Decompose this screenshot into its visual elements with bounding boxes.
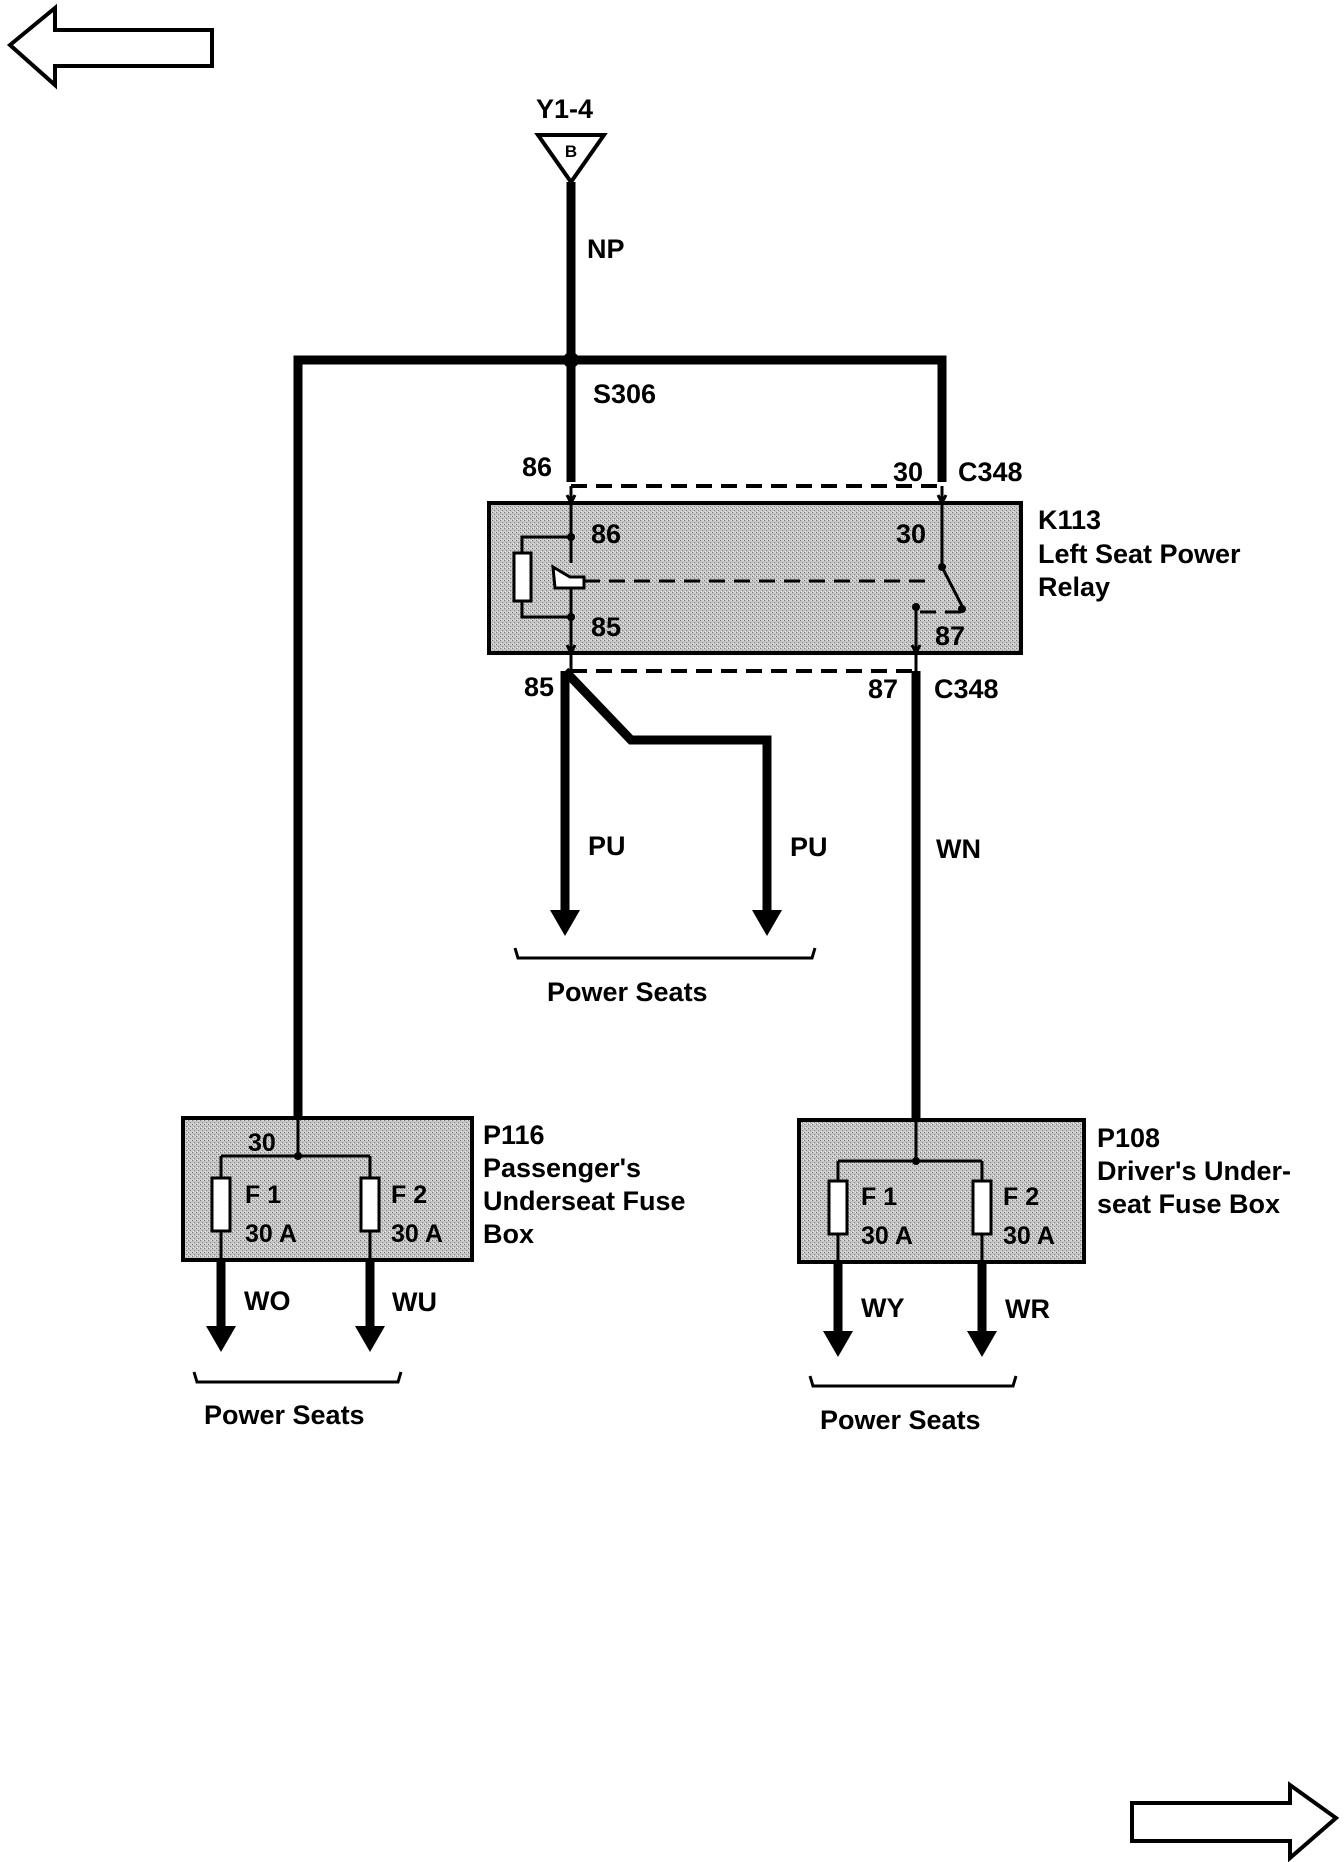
p116-line3: Box [483, 1219, 534, 1249]
relay-name-line1: Left Seat Power [1038, 539, 1241, 569]
p116-pin30: 30 [248, 1129, 276, 1157]
power-seats-center: Power Seats [547, 977, 708, 1007]
p108-f2-rating: 30 A [1003, 1222, 1055, 1250]
brace-center [513, 947, 817, 960]
arrow-down-icon [823, 1331, 853, 1357]
p108-line1: Driver's Under- [1097, 1156, 1291, 1186]
brace-left [192, 1371, 403, 1384]
splice-label: S306 [593, 379, 656, 409]
fuse-f1-icon [827, 1179, 849, 1236]
p108-f2: F 2 [1003, 1183, 1039, 1211]
power-seats-right: Power Seats [820, 1405, 981, 1435]
arrow-down-icon [550, 910, 580, 936]
p116-f1: F 1 [245, 1181, 281, 1209]
conn-bot-name: C348 [934, 674, 999, 704]
source-symbol-label: B [565, 142, 577, 161]
fuse-f2-icon [359, 1176, 381, 1233]
fusebox-p116 [181, 1116, 474, 1262]
relay-id: K113 [1038, 505, 1101, 535]
relay-pin87: 87 [935, 621, 965, 651]
p116-line2: Underseat Fuse [483, 1186, 686, 1216]
wire-pu-2 [561, 667, 772, 912]
p116-id: P116 [483, 1120, 545, 1150]
arrow-down-icon [206, 1326, 236, 1352]
relay-pin30: 30 [896, 519, 926, 549]
relay-name-line2: Relay [1038, 572, 1110, 602]
left-arrow-icon [6, 3, 214, 90]
fuse-f2-icon [971, 1179, 993, 1236]
wire-pu2-label: PU [790, 832, 828, 862]
arrow-down-icon [355, 1326, 385, 1352]
p116-f1-rating: 30 A [245, 1220, 297, 1248]
right-arrow-icon [1130, 1781, 1340, 1862]
p108-line2: seat Fuse Box [1097, 1189, 1280, 1219]
conn-top-name: C348 [958, 457, 1023, 487]
splice-dot [563, 352, 579, 368]
p116-line1: Passenger's [483, 1153, 641, 1183]
relay-pin86: 86 [591, 519, 621, 549]
conn-bot-pin87: 87 [868, 674, 898, 704]
source-ref-label: Y1-4 [536, 94, 593, 124]
wire-wn-label: WN [936, 834, 981, 864]
brace-right [808, 1375, 1018, 1388]
arrow-down-icon [752, 910, 782, 936]
p108-id: P108 [1097, 1123, 1160, 1153]
power-seats-left: Power Seats [204, 1400, 365, 1430]
wire-wo-label: WO [244, 1286, 291, 1316]
ground-triangle-icon [534, 133, 608, 186]
conn-bot-pin85: 85 [524, 672, 554, 702]
conn-top-pin86: 86 [522, 452, 552, 482]
arrow-down-icon [967, 1331, 997, 1357]
wire-wu-label: WU [392, 1287, 437, 1317]
wire-bus [293, 355, 947, 1118]
fuse-f1-icon [210, 1176, 232, 1233]
wire-wy-label: WY [861, 1293, 905, 1323]
p108-f1-rating: 30 A [861, 1222, 913, 1250]
wire-np-label: NP [587, 234, 625, 264]
conn-top-pin30: 30 [893, 457, 923, 487]
wire-pu1-label: PU [588, 831, 626, 861]
relay-pin85: 85 [591, 612, 621, 642]
forward-arrow-button[interactable] [1130, 1781, 1340, 1862]
p116-f2: F 2 [391, 1181, 427, 1209]
wire-wr-label: WR [1005, 1294, 1050, 1324]
back-arrow-button[interactable] [6, 3, 214, 90]
p116-f2-rating: 30 A [391, 1220, 443, 1248]
p108-f1: F 1 [861, 1183, 897, 1211]
